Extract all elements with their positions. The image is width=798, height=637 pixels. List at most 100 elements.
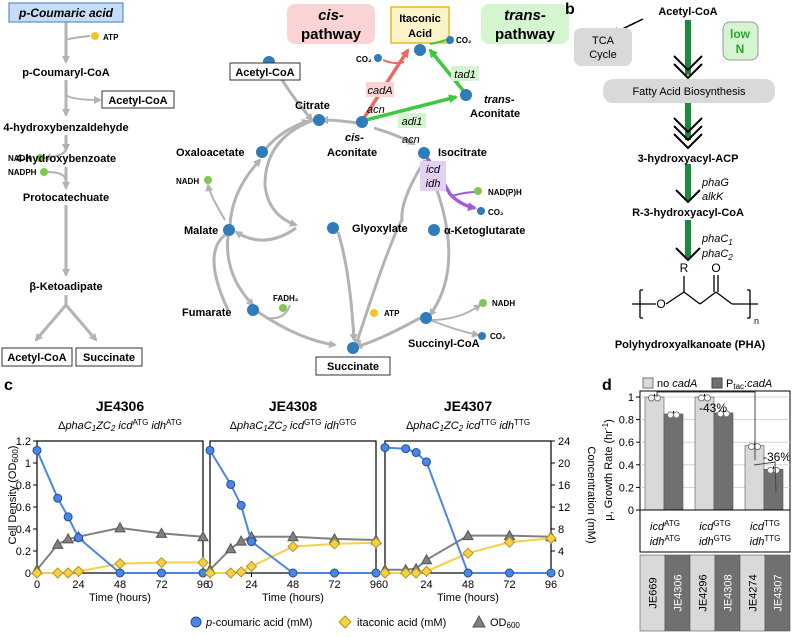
co2-label-icd: CO₂ bbox=[488, 208, 504, 217]
itaconic-point bbox=[114, 557, 126, 570]
coumaric-point bbox=[505, 568, 514, 578]
genotype-icd: icdATG bbox=[650, 519, 680, 533]
panel-b-letter: b bbox=[565, 1, 575, 18]
y-right-tick-label: 12 bbox=[558, 502, 570, 514]
cis-pathway-label-2: pathway bbox=[301, 26, 362, 43]
acn-label-2: acn bbox=[402, 134, 420, 146]
chart-genotype-2: ΔphaC1ZC2 icdTTG idhTTG bbox=[406, 418, 530, 433]
low-label: low bbox=[730, 27, 751, 41]
y-tick-label: 1.2 bbox=[16, 436, 31, 448]
y-right-tick-label: 4 bbox=[558, 546, 564, 558]
citrate-label: Citrate bbox=[295, 100, 330, 112]
od-point bbox=[51, 538, 64, 549]
itaconic-point bbox=[503, 536, 516, 548]
genotype-idh: idhGTG bbox=[699, 534, 731, 548]
chart-title-1: JE4308 bbox=[269, 398, 317, 414]
coumaric-point bbox=[411, 448, 421, 458]
tca-box bbox=[574, 28, 632, 66]
acetylcoa-box-left bbox=[101, 90, 175, 109]
genotype-icd: icdGTG bbox=[699, 519, 730, 533]
coumaric-point bbox=[247, 537, 256, 547]
trans-aconitate-label-1: trans- bbox=[484, 94, 515, 106]
y-tick-label: 0 bbox=[25, 568, 31, 580]
ylabel-left: Cell Density (OD600) bbox=[7, 446, 20, 545]
replicate-point bbox=[704, 394, 711, 402]
adi1-box bbox=[398, 113, 426, 128]
tca-label-2: Cycle bbox=[589, 49, 617, 61]
trans-pathway-box bbox=[481, 4, 569, 44]
tca-label-1: TCA bbox=[592, 35, 615, 47]
strain-label: JE669 bbox=[648, 577, 660, 608]
x-tick-label: 24 bbox=[245, 579, 257, 591]
ketoadipate-label: β-Ketoadipate bbox=[29, 281, 102, 293]
legend-no-cada-swatch bbox=[642, 377, 654, 389]
itaconic-point bbox=[62, 567, 74, 579]
itaconic-label-1: Itaconic bbox=[399, 13, 441, 25]
strain-label: JE4306 bbox=[673, 574, 685, 611]
legend-ptac-label: Ptac:cadA bbox=[726, 378, 772, 391]
y-tick-label: 0.2 bbox=[16, 546, 31, 558]
y-tick-label: 1 bbox=[628, 392, 634, 404]
phaC2-label: phaC2 bbox=[701, 248, 733, 262]
y-tick-label: 0.6 bbox=[619, 437, 634, 449]
od-point bbox=[155, 527, 168, 538]
adi1-label: adi1 bbox=[402, 116, 423, 128]
acn-label-1: acn bbox=[367, 104, 385, 116]
legend-itaconic-marker bbox=[338, 615, 352, 629]
coumaric-point bbox=[53, 493, 63, 503]
x-tick-label: 24 bbox=[420, 579, 432, 591]
bar-1 bbox=[763, 469, 784, 511]
icd-idh-box bbox=[420, 161, 446, 191]
co2-label-cis: CO₂ bbox=[356, 55, 372, 64]
fab-label: Fatty Acid Biosynthesis bbox=[632, 86, 746, 98]
coumaric-point bbox=[371, 568, 381, 578]
x-tick-label: 72 bbox=[155, 579, 167, 591]
itaconic-point bbox=[370, 537, 382, 549]
akg-label: α-Ketoglutarate bbox=[444, 225, 525, 237]
cis-pathway-label-1: cis- bbox=[318, 7, 344, 24]
succinate-box-left bbox=[75, 347, 143, 367]
genotype-idh: idhATG bbox=[650, 534, 681, 548]
y-tick-label: 0.2 bbox=[619, 482, 634, 494]
panel-c-letter: c bbox=[4, 377, 13, 394]
coumaric-point bbox=[546, 568, 556, 578]
x-tick-label: 96 bbox=[545, 579, 557, 591]
bar-0 bbox=[644, 396, 665, 511]
n-label: N bbox=[736, 42, 745, 56]
pha-o2-label: O bbox=[711, 261, 720, 275]
coumaric-point bbox=[63, 512, 73, 522]
acetylcoa-label-cycle: Acetyl-CoA bbox=[235, 67, 294, 79]
coumaric-acid-box bbox=[8, 2, 124, 23]
pct-43-label: -43% bbox=[699, 401, 727, 415]
x-tick-label: 96 bbox=[197, 579, 209, 591]
coumaric-point bbox=[74, 533, 83, 543]
legend-od-marker bbox=[472, 614, 486, 628]
malate-label: Malate bbox=[184, 225, 218, 237]
strain-label: JE4274 bbox=[748, 574, 760, 611]
coumaric-point bbox=[157, 568, 166, 578]
x-axis-label: Time (hours) bbox=[89, 592, 151, 604]
icd-label: icd bbox=[426, 164, 441, 176]
strain-label: JE4307 bbox=[773, 574, 785, 611]
itaconic-point bbox=[52, 567, 64, 579]
low-n-box bbox=[722, 21, 759, 61]
od-point bbox=[224, 542, 237, 554]
cis-pathway-box bbox=[287, 4, 375, 44]
pct-36-label: -36% bbox=[763, 450, 791, 464]
x-axis-label: Time (hours) bbox=[262, 592, 324, 604]
pha-o1-label: O bbox=[656, 297, 665, 311]
itaconic-point bbox=[420, 565, 433, 578]
succinate-label-left: Succinate bbox=[83, 352, 135, 364]
nadh-label-succinyl: NADH bbox=[492, 299, 515, 308]
coumaric-point bbox=[422, 457, 431, 467]
bar-1 bbox=[713, 412, 734, 511]
replicate-point bbox=[773, 466, 780, 474]
nadph-label-left: NADPH bbox=[8, 168, 37, 177]
y-tick-label: 0.4 bbox=[16, 524, 31, 536]
left-pathway-arrows bbox=[34, 22, 102, 342]
strain-cell bbox=[764, 554, 791, 632]
pha-acetylcoa-label: Acetyl-CoA bbox=[658, 6, 717, 18]
